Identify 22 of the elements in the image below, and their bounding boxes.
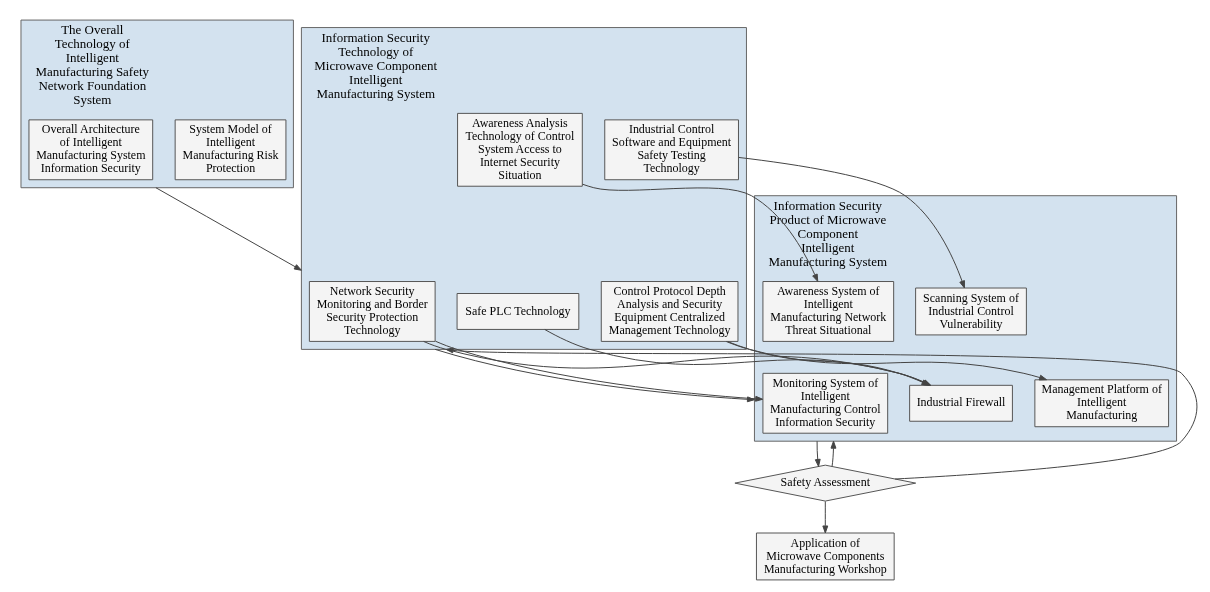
node-diamond: Safety Assessment bbox=[734, 464, 917, 502]
arrow bbox=[822, 500, 829, 534]
node-box: Network Security Monitoring and Border Security Protection Technology bbox=[308, 281, 436, 342]
arrow bbox=[155, 187, 302, 271]
arrow bbox=[830, 440, 837, 467]
node-box: Industrial Control Software and Equipment Safety Testing Technology bbox=[604, 119, 739, 181]
node-box: Application of Microwave Components Manufacturing Workshop bbox=[755, 532, 895, 581]
node-box: Control Protocol Depth Analysis and Security Equipment Centralized Management Technology bbox=[600, 281, 739, 342]
node-box: Awareness System of Intelligent Manufacturing Network Threat Situational bbox=[762, 281, 895, 342]
arrow bbox=[725, 341, 1048, 381]
node-box: Industrial Firewall bbox=[909, 384, 1013, 422]
node-box: Safe PLC Technology bbox=[456, 293, 580, 330]
node-box: Scanning System of Industrial Control Vulnerability bbox=[915, 287, 1027, 336]
node-box: System Model of Intelligent Manufacturing Risk Protection bbox=[174, 119, 287, 181]
node-box: Management Platform of Intelligent Manufacturing bbox=[1034, 379, 1170, 428]
arrow bbox=[445, 347, 1198, 480]
node-box: Awareness Analysis Technology of Control System Access to Internet Security Situation bbox=[457, 112, 583, 187]
arrow bbox=[738, 156, 965, 289]
node-box: Overall Architecture of Intelligent Manufacturing System Information Security bbox=[28, 119, 154, 181]
arrow bbox=[582, 183, 819, 282]
arrow bbox=[814, 440, 821, 467]
node-box: Monitoring System of Intelligent Manufacturing Control Information Security bbox=[762, 372, 889, 434]
